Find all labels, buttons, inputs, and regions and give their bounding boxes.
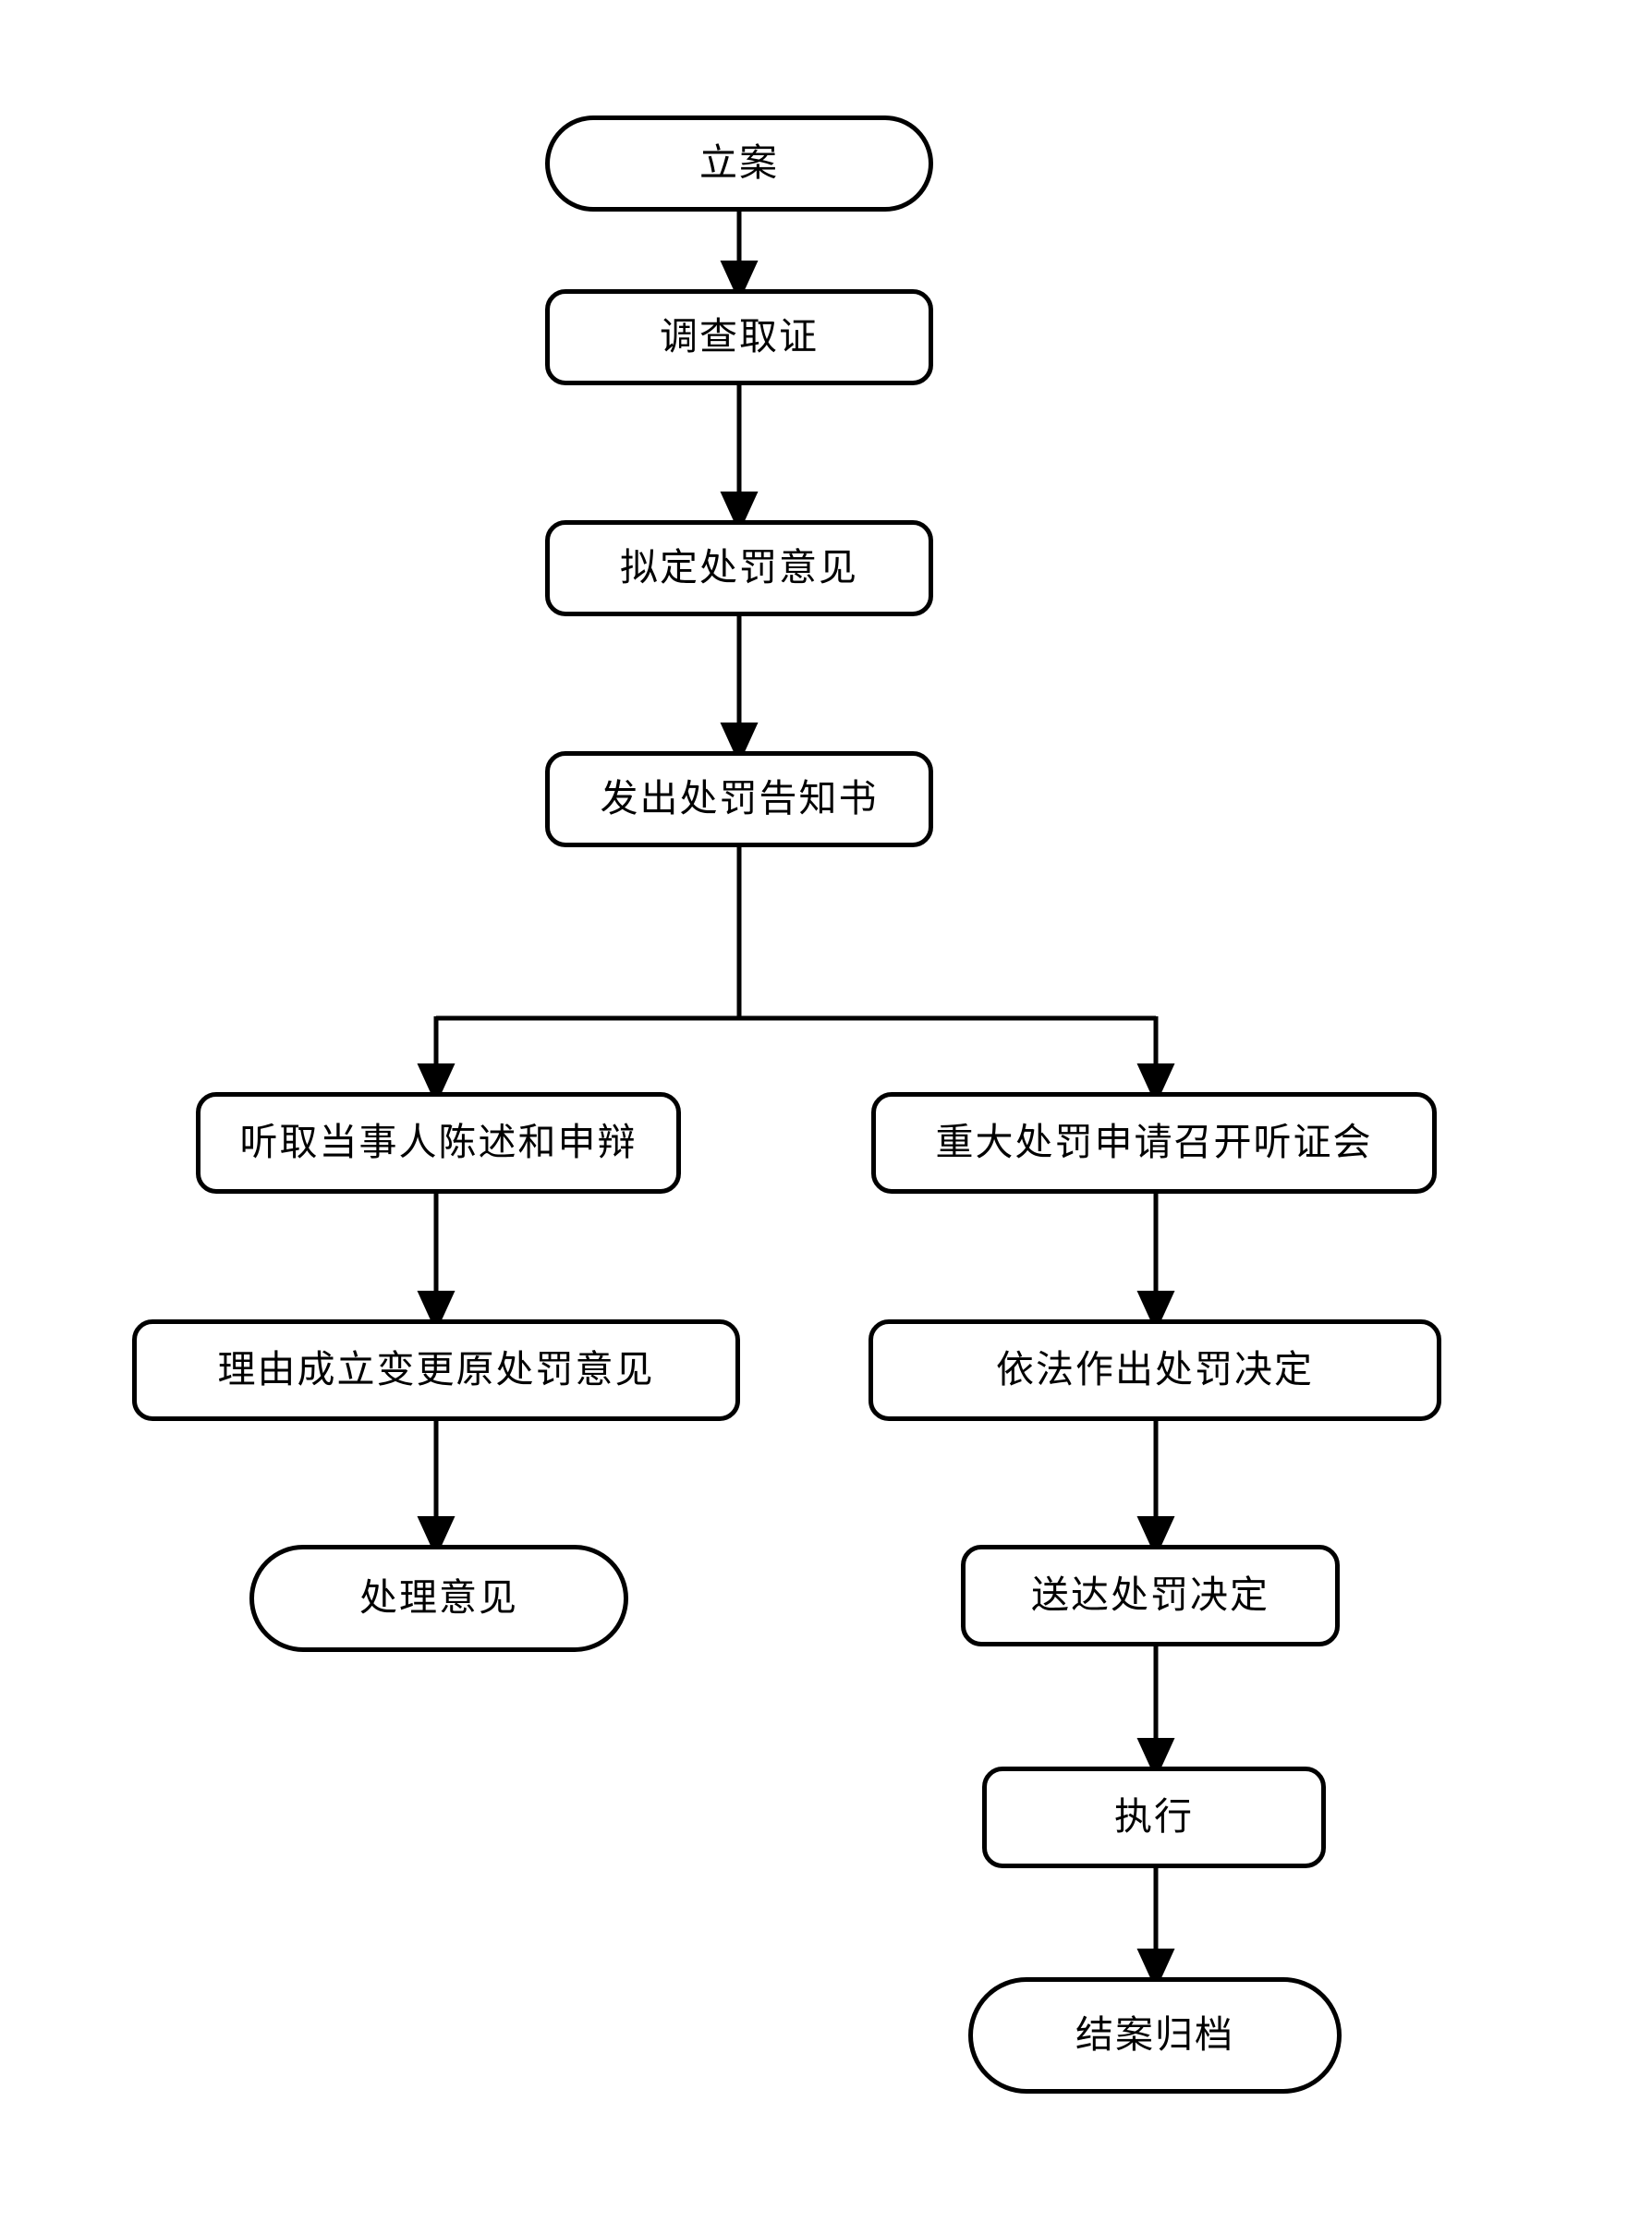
node-label: 处理意见 <box>359 1575 518 1621</box>
node-label: 发出处罚告知书 <box>600 776 879 821</box>
node-case-filing[interactable]: 立案 <box>545 115 933 212</box>
node-make-penalty-decision[interactable]: 依法作出处罚决定 <box>869 1319 1441 1421</box>
node-execute[interactable]: 执行 <box>982 1767 1326 1868</box>
node-label: 拟定处罚意见 <box>620 545 858 590</box>
node-label: 依法作出处罚决定 <box>996 1347 1314 1392</box>
node-label: 结案归档 <box>1075 2012 1234 2058</box>
node-issue-penalty-notice[interactable]: 发出处罚告知书 <box>545 751 933 847</box>
node-close-case-archive[interactable]: 结案归档 <box>968 1977 1342 2094</box>
node-investigation-evidence[interactable]: 调查取证 <box>545 289 933 385</box>
node-label: 理由成立变更原处罚意见 <box>217 1347 655 1392</box>
node-label: 执行 <box>1114 1794 1194 1840</box>
node-handling-opinion[interactable]: 处理意见 <box>249 1545 628 1652</box>
node-label: 听取当事人陈述和申辩 <box>239 1120 638 1165</box>
node-label: 送达处罚决定 <box>1031 1573 1269 1618</box>
node-label: 重大处罚申请召开听证会 <box>935 1120 1373 1165</box>
node-serve-penalty-decision[interactable]: 送达处罚决定 <box>961 1545 1340 1646</box>
node-label: 调查取证 <box>660 314 819 359</box>
node-draft-penalty-opinion[interactable]: 拟定处罚意见 <box>545 520 933 616</box>
node-label: 立案 <box>699 140 779 186</box>
node-modify-original-penalty-opinion[interactable]: 理由成立变更原处罚意见 <box>132 1319 740 1421</box>
node-major-penalty-hearing-request[interactable]: 重大处罚申请召开听证会 <box>871 1092 1437 1194</box>
node-hear-party-statement[interactable]: 听取当事人陈述和申辩 <box>196 1092 681 1194</box>
